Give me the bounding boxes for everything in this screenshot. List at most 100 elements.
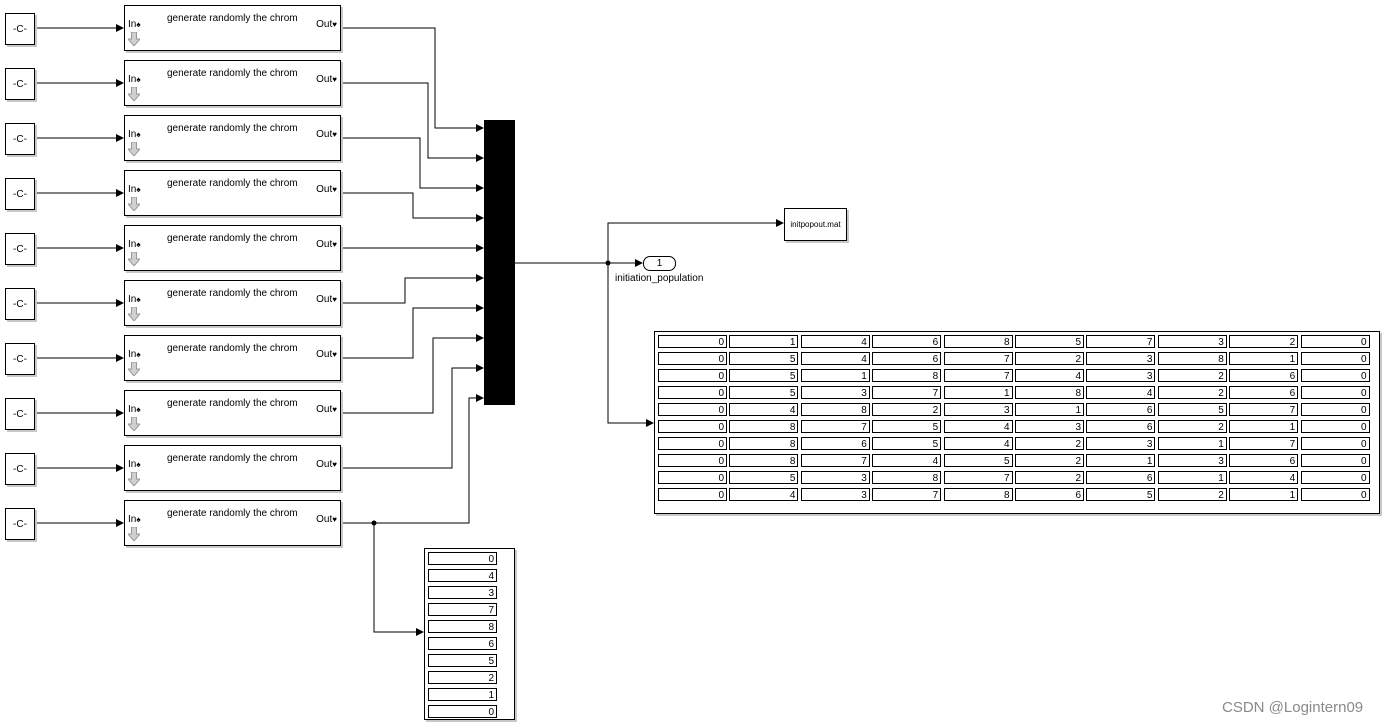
display-cell: 3: [800, 488, 870, 501]
display-cell: 7: [1086, 335, 1156, 348]
spade-icon: ♠: [136, 405, 141, 414]
outport-label-text: Out: [316, 239, 333, 250]
subsystem-title: generate randomly the chrom: [167, 508, 298, 519]
display-cell: 1: [428, 688, 497, 701]
branch-to-display-line[interactable]: [373, 523, 424, 636]
display-cell: 2: [1157, 420, 1227, 433]
down-arrow-icon: [128, 142, 140, 156]
display-cell: 0: [658, 352, 727, 365]
constant-label: -C-: [13, 518, 27, 530]
inport-label-text: In: [128, 294, 137, 305]
display-cell: 0: [658, 420, 727, 433]
heart-icon: ♥: [332, 185, 337, 194]
display-cell: 0: [658, 471, 727, 484]
inport-label-text: In: [128, 129, 137, 140]
to-file-block[interactable]: initpopout.mat: [784, 208, 847, 241]
subsystem-title: generate randomly the chrom: [167, 68, 298, 79]
constant-block[interactable]: -C-: [5, 68, 35, 100]
constant-block[interactable]: -C-: [5, 398, 35, 430]
display-cell: 5: [729, 386, 799, 399]
down-arrow-icon: [128, 307, 140, 321]
subsystem-title: generate randomly the chrom: [167, 398, 298, 409]
heart-icon: ♥: [332, 405, 337, 414]
inport-label: In♠: [128, 404, 141, 415]
subsystem-title: generate randomly the chrom: [167, 343, 298, 354]
subsystem-to-mux-line[interactable]: [341, 334, 484, 414]
constant-block[interactable]: -C-: [5, 343, 35, 375]
subsystem-to-mux-line[interactable]: [341, 27, 484, 132]
display-cell: 6: [800, 437, 870, 450]
inport-label-text: In: [128, 349, 137, 360]
constant-block[interactable]: -C-: [5, 453, 35, 485]
display-cell: 6: [1229, 454, 1299, 467]
mux-to-display-line[interactable]: [607, 263, 654, 427]
display-cell: 2: [1157, 386, 1227, 399]
display-cell: 6: [1086, 471, 1156, 484]
display-cell: 0: [428, 552, 497, 565]
outport-label-text: Out: [316, 459, 333, 470]
display-cell: 4: [428, 569, 497, 582]
display-cell: 1: [1157, 471, 1227, 484]
spade-icon: ♠: [136, 20, 141, 29]
subsystem-to-mux-line[interactable]: [341, 192, 484, 222]
inport-label: In♠: [128, 239, 141, 250]
watermark: CSDN @Logintern09: [1222, 699, 1364, 716]
subsystem-to-mux-line[interactable]: [341, 82, 484, 162]
constant-block[interactable]: -C-: [5, 13, 35, 45]
display-cell: 7: [800, 454, 870, 467]
display-cell: 8: [428, 620, 497, 633]
heart-icon: ♥: [332, 240, 337, 249]
constant-label: -C-: [13, 188, 27, 200]
display-cell: 5: [1086, 488, 1156, 501]
mux-to-file-line[interactable]: [607, 219, 784, 263]
display-cell: 7: [943, 471, 1013, 484]
outport-label-text: Out: [316, 294, 333, 305]
display-cell: 8: [800, 403, 870, 416]
display-cell: 0: [1300, 352, 1370, 365]
display-cell: 2: [1157, 369, 1227, 382]
constant-block[interactable]: -C-: [5, 508, 35, 540]
subsystem-to-mux-line[interactable]: [341, 304, 484, 359]
inport-label-text: In: [128, 239, 137, 250]
subsystem-to-mux-line[interactable]: [341, 274, 484, 304]
display-cell: 5: [872, 437, 942, 450]
constant-block[interactable]: -C-: [5, 233, 35, 265]
mux-block[interactable]: [484, 120, 515, 405]
display-cell: 0: [1300, 471, 1370, 484]
subsystem-to-mux-line[interactable]: [341, 137, 484, 192]
spade-icon: ♠: [136, 460, 141, 469]
outport-label-text: Out: [316, 129, 333, 140]
constant-label: -C-: [13, 353, 27, 365]
display-cell: 2: [428, 671, 497, 684]
outport-label-text: Out: [316, 404, 333, 415]
outport-block[interactable]: 1: [643, 256, 676, 271]
subsystem-to-mux-line[interactable]: [341, 364, 484, 469]
constant-block[interactable]: -C-: [5, 178, 35, 210]
inport-label-text: In: [128, 74, 137, 85]
display-cell: 3: [428, 586, 497, 599]
inport-label: In♠: [128, 74, 141, 85]
display-cell: 7: [943, 369, 1013, 382]
display-cell: 6: [872, 335, 942, 348]
inport-label-text: In: [128, 514, 137, 525]
constant-block[interactable]: -C-: [5, 123, 35, 155]
subsystem-to-mux-line[interactable]: [341, 394, 484, 524]
constant-block[interactable]: -C-: [5, 288, 35, 320]
